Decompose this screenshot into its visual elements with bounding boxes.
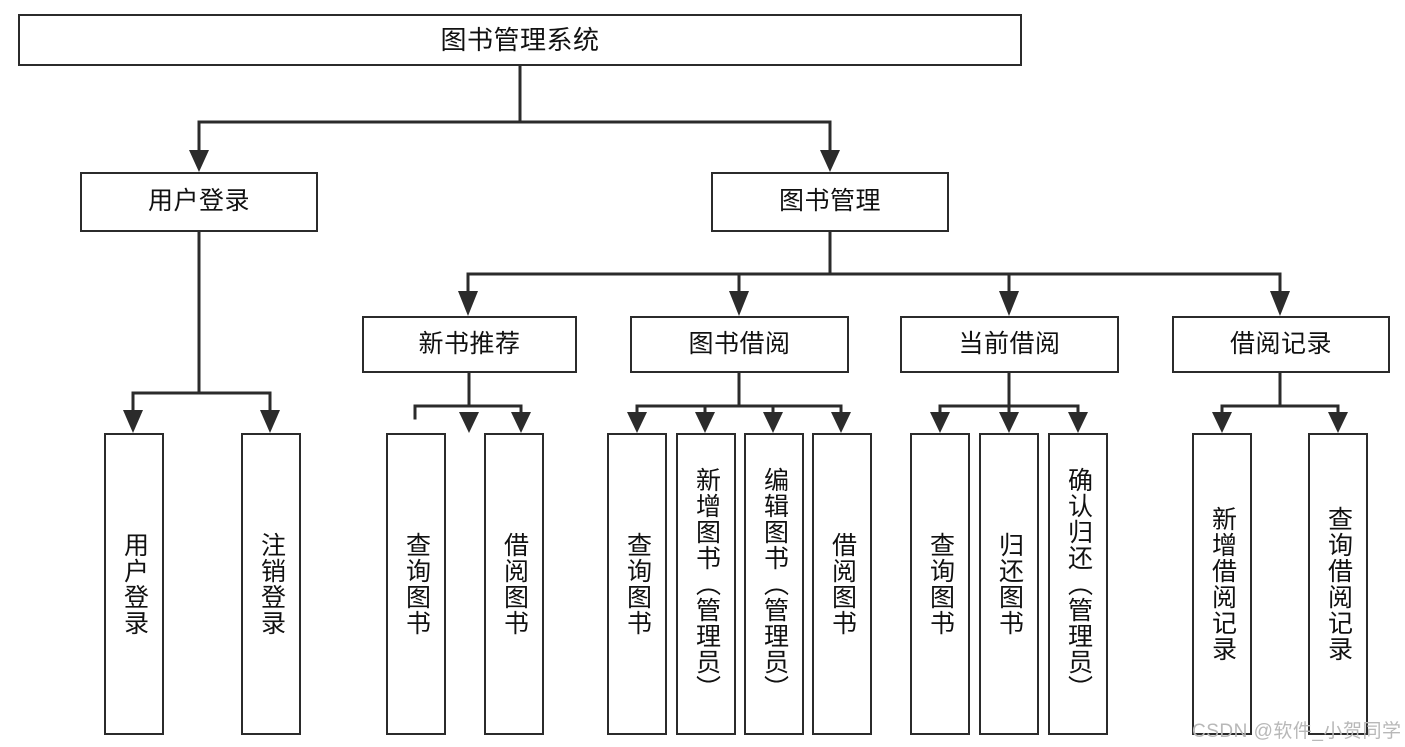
leaf-book-borrow-borrow-label: 借阅图书 (828, 532, 857, 636)
leaf-new-book-borrow-label: 借阅图书 (500, 532, 529, 636)
node-borrow-record-label: 借阅记录 (1229, 329, 1332, 358)
leaf-book-borrow-borrow[interactable]: 借阅图书 (812, 433, 872, 735)
leaf-current-borrow-return-label: 归还图书 (995, 532, 1024, 636)
csdn-watermark: CSDN @软件_小贺同学 (1192, 721, 1402, 742)
leaf-user-login-logout[interactable]: 注销登录 (241, 433, 301, 735)
node-user-login[interactable]: 用户登录 (80, 172, 318, 232)
leaf-borrow-record-add-label: 新增借阅记录 (1208, 506, 1237, 662)
leaf-borrow-record-query[interactable]: 查询借阅记录 (1308, 433, 1368, 735)
node-root[interactable]: 图书管理系统 (18, 14, 1022, 66)
leaf-book-borrow-edit-label: 编辑图书（管理员） (760, 467, 789, 701)
node-borrow-record[interactable]: 借阅记录 (1172, 316, 1390, 373)
node-book-management-label: 图书管理 (778, 187, 881, 216)
node-new-book-recommend[interactable]: 新书推荐 (362, 316, 577, 373)
leaf-book-borrow-add-label: 新增图书（管理员） (692, 467, 721, 701)
node-root-label: 图书管理系统 (440, 24, 600, 55)
leaf-user-login-logout-label: 注销登录 (257, 532, 286, 636)
node-current-borrow[interactable]: 当前借阅 (900, 316, 1119, 373)
leaf-book-borrow-add[interactable]: 新增图书（管理员） (676, 433, 736, 735)
leaf-new-book-query[interactable]: 查询图书 (386, 433, 446, 735)
leaf-user-login-login-label: 用户登录 (120, 532, 149, 636)
node-book-management[interactable]: 图书管理 (711, 172, 949, 232)
node-new-book-recommend-label: 新书推荐 (418, 329, 521, 358)
leaf-borrow-record-query-label: 查询借阅记录 (1324, 506, 1353, 662)
leaf-current-borrow-confirm[interactable]: 确认归还（管理员） (1048, 433, 1108, 735)
leaf-current-borrow-query[interactable]: 查询图书 (910, 433, 970, 735)
leaf-new-book-query-label: 查询图书 (402, 532, 431, 636)
leaf-borrow-record-add[interactable]: 新增借阅记录 (1192, 433, 1252, 735)
leaf-book-borrow-edit[interactable]: 编辑图书（管理员） (744, 433, 804, 735)
leaf-new-book-borrow[interactable]: 借阅图书 (484, 433, 544, 735)
leaf-book-borrow-query[interactable]: 查询图书 (607, 433, 667, 735)
leaf-current-borrow-query-label: 查询图书 (926, 532, 955, 636)
node-current-borrow-label: 当前借阅 (958, 329, 1061, 358)
node-user-login-label: 用户登录 (147, 187, 250, 216)
leaf-book-borrow-query-label: 查询图书 (623, 532, 652, 636)
leaf-current-borrow-return[interactable]: 归还图书 (979, 433, 1039, 735)
node-book-borrow-label: 图书借阅 (688, 329, 791, 358)
leaf-user-login-login[interactable]: 用户登录 (104, 433, 164, 735)
leaf-current-borrow-confirm-label: 确认归还（管理员） (1064, 467, 1093, 701)
node-book-borrow[interactable]: 图书借阅 (630, 316, 849, 373)
